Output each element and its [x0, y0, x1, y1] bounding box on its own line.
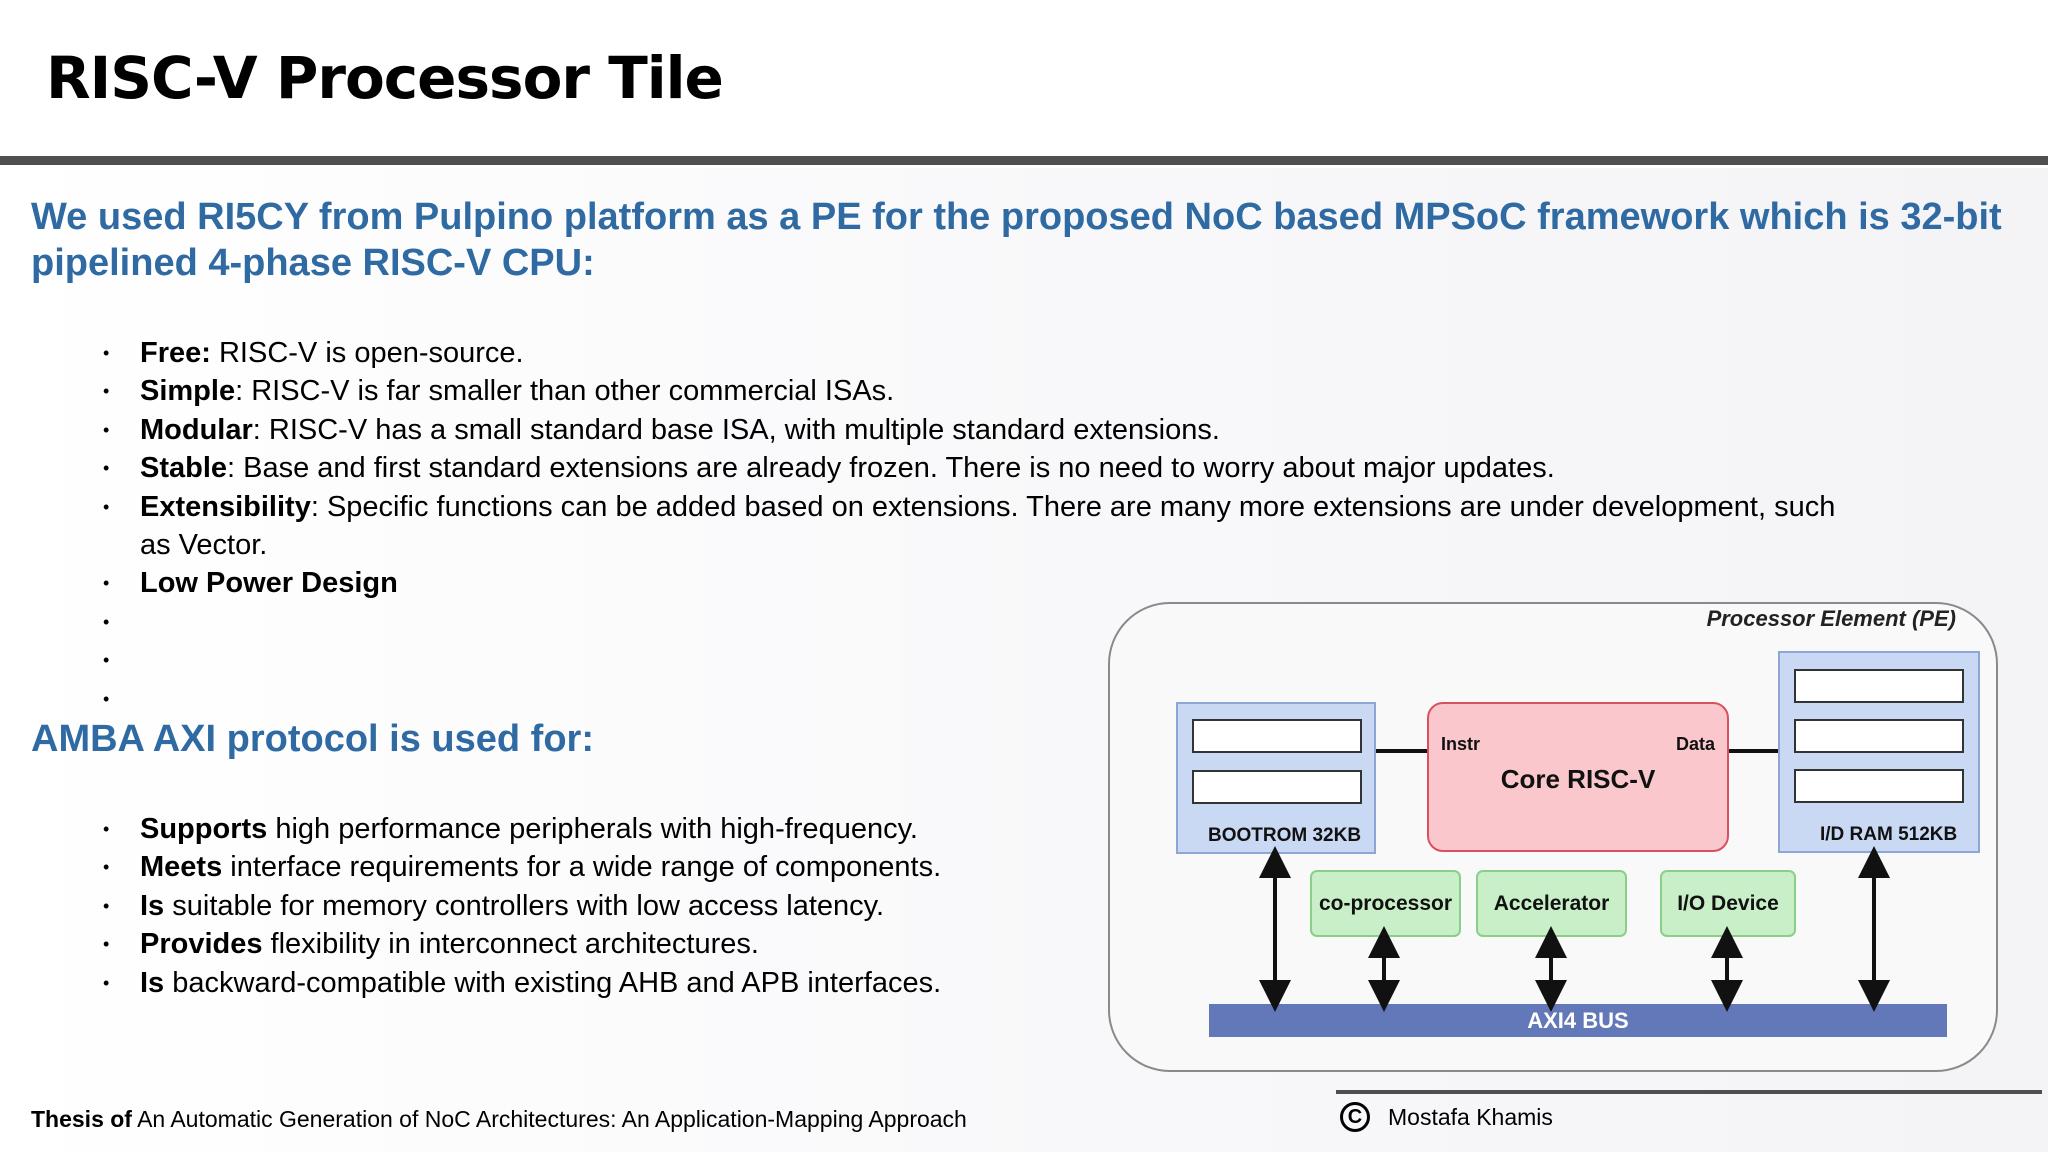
bootrom-block: BOOTROM 32KB [1176, 702, 1376, 854]
axi-term: Provides [140, 928, 263, 961]
axi-desc: suitable for memory controllers with low… [164, 889, 885, 922]
bootrom-label: BOOTROM 32KB [1208, 825, 1362, 846]
feature-term: Extensibility [140, 490, 311, 523]
feature-term: Free: [140, 337, 211, 369]
feature-desc: RISC-V is open-source. [210, 337, 524, 369]
list-item: • Is suitable for memory controllers with… [0, 887, 1100, 925]
idram-block: I/D RAM 512KB [1778, 651, 1980, 853]
list-item: • [0, 603, 2040, 641]
axi-desc: interface requirements for a wide range … [222, 851, 942, 884]
list-item: • Modular: RISC-V has a small standard ba… [0, 411, 2040, 449]
bullet-icon: • [103, 857, 110, 878]
feature-desc: : Base and first standard extensions are… [227, 452, 1555, 485]
axi-desc: flexibility in interconnect architecture… [262, 928, 759, 961]
io-device-block: I/O Device [1660, 870, 1796, 937]
axi-term: Is [140, 966, 165, 999]
bullet-icon: • [103, 343, 110, 363]
accelerator-block: Accelerator [1476, 870, 1627, 937]
axi-desc: high performance peripherals with high-f… [267, 813, 918, 845]
axi-term: Supports [140, 813, 268, 845]
list-item: • [0, 641, 2040, 679]
thesis-citation: Thesis of An Automatic Generation of NoC… [31, 1106, 967, 1133]
bullet-icon: • [103, 611, 110, 632]
bullet-icon: • [103, 573, 110, 594]
bootrom-core-link [1376, 749, 1427, 753]
feature-term: Stable [140, 452, 228, 485]
instr-port-label: Instr [1441, 734, 1481, 754]
list-item: • Simple: RISC-V is far smaller than othe… [0, 372, 2040, 410]
idram-label: I/D RAM 512KB [1820, 824, 1958, 845]
title-divider [0, 156, 2048, 165]
thesis-prefix: Thesis of [31, 1106, 132, 1132]
bullet-icon: • [103, 458, 110, 479]
core-label: Core RISC-V [1500, 764, 1656, 794]
feature-desc: : RISC-V has a small standard base ISA, … [252, 413, 1220, 446]
footer-divider [1336, 1090, 2042, 1094]
axi4-bus: AXI4 BUS [1209, 1004, 1947, 1037]
list-item: • Meets interface requirements for a wide… [0, 848, 1100, 886]
list-item: • Is backward-compatible with existing AH… [0, 964, 1100, 1002]
list-item: • Low Power Design [0, 564, 2040, 602]
data-port-label: Data [1675, 734, 1715, 754]
axi-desc: backward-compatible with existing AHB an… [164, 966, 942, 999]
feature-term: Modular [140, 413, 253, 446]
bullet-icon: • [103, 496, 110, 517]
memory-slot [1794, 669, 1964, 703]
memory-slot [1794, 719, 1964, 753]
feature-term: Simple [140, 375, 236, 408]
list-item: • [0, 680, 2040, 718]
slide-title: RISC-V Processor Tile [46, 44, 724, 112]
pe-frame-label: Processor Element (PE) [1706, 606, 1956, 631]
memory-slot [1192, 719, 1362, 753]
list-item: • Provides flexibility in interconnect ar… [0, 925, 1100, 963]
feature-term: Low Power Design [140, 567, 398, 600]
feature-desc: : Specific functions can be added based … [310, 490, 1836, 523]
bullet-icon: • [103, 381, 110, 402]
memory-slot [1192, 770, 1362, 804]
author-name: Mostafa Khamis [1388, 1104, 1553, 1130]
bullet-icon: • [103, 819, 110, 839]
bullet-icon: • [103, 688, 110, 709]
thesis-title: An Automatic Generation of NoC Architect… [131, 1106, 967, 1132]
feature-desc-continued: as Vector. [140, 529, 268, 562]
axi-heading: AMBA AXI protocol is used for: [31, 718, 594, 760]
memory-slot [1794, 769, 1964, 803]
feature-desc: : RISC-V is far smaller than other comme… [235, 375, 895, 408]
core-idram-link [1729, 749, 1778, 753]
bullet-icon: • [103, 934, 110, 955]
axi-uses-list: • Supports high performance peripherals w… [0, 810, 1100, 1002]
bullet-icon: • [103, 895, 110, 916]
list-item: • Extensibility: Specific functions can b… [0, 488, 2040, 565]
list-item: • Supports high performance peripherals w… [0, 810, 1100, 848]
feature-list: •Free: RISC-V is open-source. •Simple: R… [0, 334, 2040, 718]
bullet-icon: • [103, 972, 110, 993]
bullet-icon: • [103, 419, 110, 440]
core-riscv-block: Instr Data Core RISC-V [1427, 702, 1729, 852]
axi-term: Is [140, 889, 165, 922]
list-item: • Stable: Base and first standard extensi… [0, 449, 2040, 487]
copyright-icon: C [1340, 1102, 1370, 1132]
intro-text: We used RI5CY from Pulpino platform as a… [31, 194, 2021, 286]
list-item: • Free: RISC-V is open-source. [0, 334, 2040, 372]
intro-line-2: pipelined 4-phase RISC-V CPU: [31, 242, 595, 284]
axi-term: Meets [140, 851, 223, 884]
bullet-icon: • [103, 650, 110, 671]
intro-line-1: We used RI5CY from Pulpino platform as a… [31, 196, 2002, 238]
